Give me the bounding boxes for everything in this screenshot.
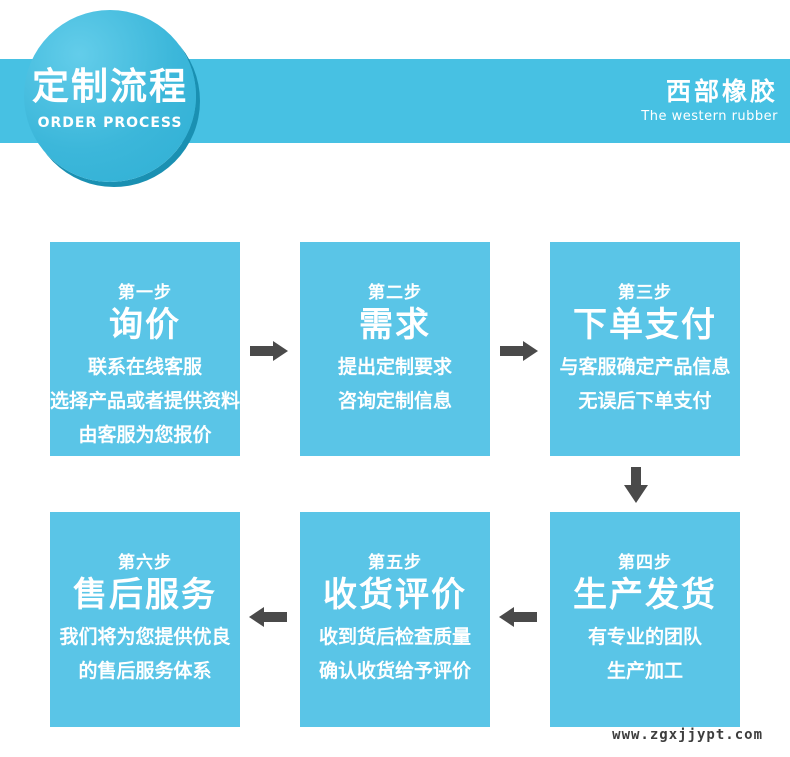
step-description: 提出定制要求 咨询定制信息 <box>300 350 490 418</box>
arrow-right-icon <box>250 341 288 361</box>
badge-title: 定制流程 <box>32 65 188 109</box>
step-description-line: 生产加工 <box>606 660 683 682</box>
step-number: 第五步 <box>368 553 422 573</box>
step-description: 有专业的团队 生产加工 <box>550 620 740 688</box>
step-card-5: 第五步 收货评价 收到货后检查质量 确认收货给予评价 <box>300 512 490 727</box>
step-description-line: 确认收货给予评价 <box>318 660 471 682</box>
step-number: 第四步 <box>618 553 672 573</box>
step-description: 我们将为您提供优良 的售后服务体系 <box>50 620 240 688</box>
step-number: 第一步 <box>118 283 172 303</box>
step-title: 下单支付 <box>573 305 717 345</box>
step-title: 收货评价 <box>323 575 467 615</box>
step-description: 收到货后检查质量 确认收货给予评价 <box>300 620 490 688</box>
step-title: 需求 <box>359 305 431 345</box>
brand-name: 西部橡胶 <box>665 77 778 106</box>
step-description-line: 提出定制要求 <box>337 356 452 378</box>
arrow-left-icon <box>249 607 287 627</box>
step-title: 生产发货 <box>573 575 717 615</box>
step-card-6: 第六步 售后服务 我们将为您提供优良 的售后服务体系 <box>50 512 240 727</box>
step-card-3: 第三步 下单支付 与客服确定产品信息 无误后下单支付 <box>550 242 740 456</box>
step-card-2: 第二步 需求 提出定制要求 咨询定制信息 <box>300 242 490 456</box>
brand-subtitle: The western rubber <box>641 108 778 124</box>
step-description-line: 与客服确定产品信息 <box>559 356 731 378</box>
step-description-line: 我们将为您提供优良 <box>59 626 231 648</box>
step-title: 售后服务 <box>73 575 217 615</box>
step-description-line: 收到货后检查质量 <box>318 626 471 648</box>
arrow-left-icon <box>499 607 537 627</box>
step-description-line: 无误后下单支付 <box>578 390 712 412</box>
step-description-line: 联系在线客服 <box>87 356 202 378</box>
step-number: 第六步 <box>118 553 172 573</box>
step-card-4: 第四步 生产发货 有专业的团队 生产加工 <box>550 512 740 727</box>
step-description-line: 有专业的团队 <box>587 626 702 648</box>
step-card-1: 第一步 询价 联系在线客服 选择产品或者提供资料 由客服为您报价 <box>50 242 240 456</box>
arrow-right-icon <box>500 341 538 361</box>
step-description-line: 咨询定制信息 <box>337 390 452 412</box>
step-description: 联系在线客服 选择产品或者提供资料 由客服为您报价 <box>50 350 240 452</box>
brand-block: 西部橡胶 The western rubber <box>641 78 778 124</box>
order-process-badge: 定制流程 ORDER PROCESS <box>24 10 196 182</box>
step-description-line: 的售后服务体系 <box>78 660 212 682</box>
step-description-line: 由客服为您报价 <box>78 424 212 446</box>
step-title: 询价 <box>109 305 181 345</box>
watermark: www.zgxjjypt.com <box>612 727 763 743</box>
step-description: 与客服确定产品信息 无误后下单支付 <box>550 350 740 418</box>
arrow-down-icon <box>624 467 648 503</box>
badge-subtitle: ORDER PROCESS <box>37 114 183 131</box>
step-number: 第二步 <box>368 283 422 303</box>
step-number: 第三步 <box>618 283 672 303</box>
step-description-line: 选择产品或者提供资料 <box>50 390 241 412</box>
